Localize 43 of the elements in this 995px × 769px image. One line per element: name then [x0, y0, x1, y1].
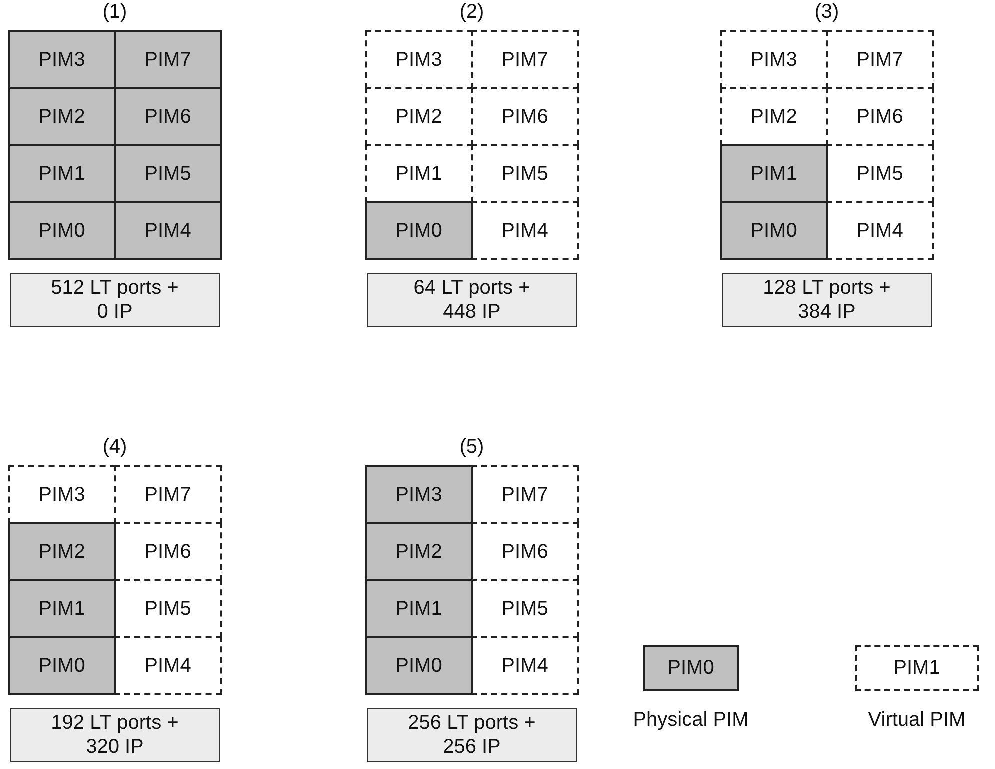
- physical-pim-block: PIM2: [8, 522, 116, 581]
- physical-pim-block: PIM0: [720, 201, 828, 260]
- virtual-pim-block: PIM3: [8, 465, 116, 524]
- physical-pim-block: PIM0: [643, 645, 739, 691]
- physical-pim-block: PIM3: [365, 465, 473, 524]
- virtual-pim-block: PIM4: [471, 636, 579, 695]
- physical-pim-block: PIM0: [8, 201, 116, 260]
- virtual-pim-block: PIM4: [826, 201, 934, 260]
- port-summary-box: 512 LT ports + 0 IP: [10, 273, 220, 327]
- virtual-pim-block: PIM1: [855, 645, 979, 691]
- physical-pim-block: PIM3: [8, 30, 116, 89]
- panel-number: (2): [460, 1, 484, 24]
- port-summary-box: 128 LT ports + 384 IP: [722, 273, 932, 327]
- panel-number: (5): [460, 436, 484, 459]
- panel-number: (1): [102, 1, 128, 24]
- virtual-pim-block: PIM7: [114, 465, 222, 524]
- physical-pim-block: PIM1: [8, 579, 116, 638]
- virtual-pim-block: PIM3: [720, 30, 828, 89]
- virtual-pim-block: PIM7: [826, 30, 934, 89]
- physical-pim-block: PIM1: [720, 144, 828, 203]
- port-summary-box: 192 LT ports + 320 IP: [10, 708, 220, 762]
- physical-pim-block: PIM0: [365, 201, 473, 260]
- virtual-pim-block: PIM4: [114, 636, 222, 695]
- port-summary-box: 64 LT ports + 448 IP: [367, 273, 577, 327]
- panel-number: (4): [102, 436, 128, 459]
- physical-pim-block: PIM2: [8, 87, 116, 146]
- port-summary-box: 256 LT ports + 256 IP: [367, 708, 577, 762]
- virtual-pim-block: PIM3: [365, 30, 473, 89]
- physical-pim-block: PIM0: [8, 636, 116, 695]
- physical-pim-block: PIM5: [114, 144, 222, 203]
- virtual-pim-block: PIM7: [471, 30, 579, 89]
- physical-pim-block: PIM1: [8, 144, 116, 203]
- physical-pim-block: PIM1: [365, 579, 473, 638]
- physical-pim-block: PIM4: [114, 201, 222, 260]
- physical-pim-block: PIM6: [114, 87, 222, 146]
- physical-pim-block: PIM7: [114, 30, 222, 89]
- physical-pim-block: PIM0: [365, 636, 473, 695]
- virtual-pim-block: PIM4: [471, 201, 579, 260]
- legend-caption: Physical PIM: [633, 709, 749, 732]
- legend-caption: Virtual PIM: [868, 709, 966, 732]
- panel-number: (3): [814, 1, 840, 24]
- virtual-pim-block: PIM7: [471, 465, 579, 524]
- physical-pim-block: PIM2: [365, 522, 473, 581]
